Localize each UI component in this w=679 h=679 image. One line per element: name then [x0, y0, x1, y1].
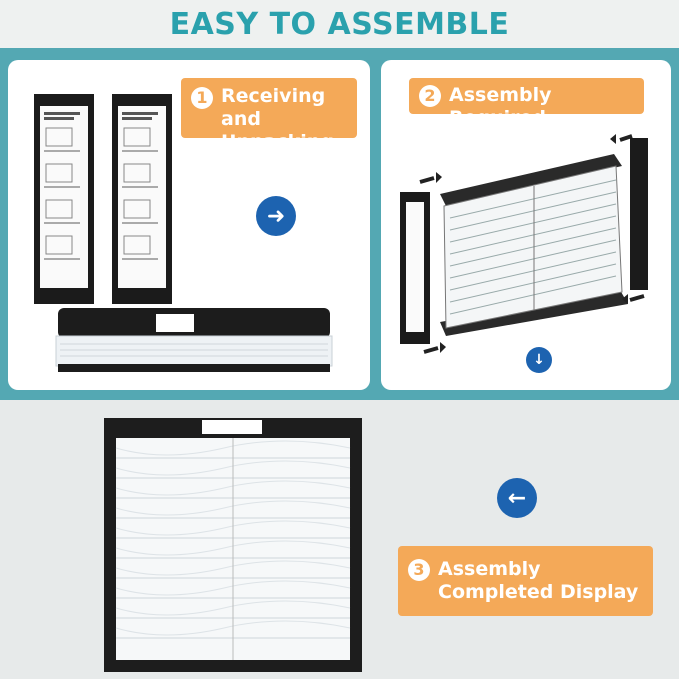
filter-frame-parts: [400, 138, 648, 344]
arrow-down-icon: ↓: [526, 347, 552, 373]
instruction-card-left: [34, 94, 94, 304]
assembly-direction-arrows: [419, 134, 645, 354]
unpacking-illustration: [34, 94, 333, 372]
packed-filter: [55, 308, 333, 372]
page-title-bar: EASY TO ASSEMBLE: [0, 0, 679, 48]
step-1-label: 1 Receiving and Unpacking: [181, 78, 357, 153]
step-3-text: Assembly Completed Display: [438, 558, 639, 603]
step-2-number: 2: [419, 85, 441, 107]
step-2-label: 2 Assembly Required: [409, 78, 644, 129]
assembled-filter-illustration: [104, 418, 362, 672]
step-1-text: Receiving and Unpacking: [221, 85, 334, 153]
step-3-label: 3 Assembly Completed Display: [398, 546, 653, 616]
step-1-number: 1: [191, 87, 213, 109]
step-2-text: Assembly Required: [449, 84, 552, 129]
assembly-illustration: [400, 134, 648, 354]
step-3-number: 3: [408, 559, 430, 581]
arrow-right-icon: ➜: [256, 196, 296, 236]
page-title: EASY TO ASSEMBLE: [169, 6, 510, 42]
arrow-left-icon: ←: [497, 478, 537, 518]
instruction-card-right: [112, 94, 172, 304]
